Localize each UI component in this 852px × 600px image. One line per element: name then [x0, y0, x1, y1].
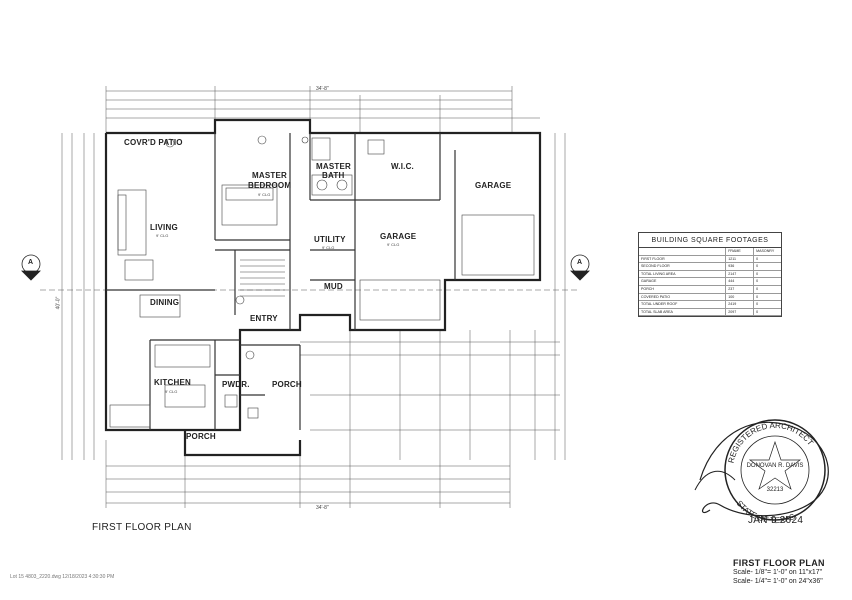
table-cell: 0	[756, 294, 759, 299]
room-label-master-bath-2: BATH	[322, 171, 345, 180]
ceiling-label-living: 9' CLG	[156, 233, 169, 238]
file-path-stamp: Lot 15 4803_2220.dwg 12/18/2023 4:30:30 …	[10, 574, 115, 580]
room-label-garage-center: GARAGE	[380, 232, 417, 241]
sheet-date: JAN 9 2024	[748, 515, 804, 526]
table-cell: 1211	[726, 255, 755, 263]
room-label-master-bedroom-1: MASTER	[252, 171, 287, 180]
table-cell: 0	[756, 309, 759, 314]
room-label-living: LIVING	[150, 223, 178, 232]
section-marker-right: A	[577, 259, 583, 266]
title-block-title: FIRST FLOOR PLAN	[733, 558, 825, 568]
svg-text:REGISTERED ARCHITECT: REGISTERED ARCHITECT	[727, 421, 816, 464]
plan-title: FIRST FLOOR PLAN	[92, 522, 192, 533]
svg-text:DONOVAN R. DAVIS: DONOVAN R. DAVIS	[747, 463, 804, 469]
scale-note-1: Scale- 1/8"= 1'-0" on 11"x17"	[733, 569, 823, 576]
room-label-wic: W.I.C.	[391, 162, 414, 171]
table-cell: TOTAL SLAB AREA	[639, 308, 727, 316]
room-label-utility: UTILITY	[314, 235, 346, 244]
room-label-kitchen: KITCHEN	[154, 378, 191, 387]
room-label-porch-right: PORCH	[272, 380, 302, 389]
room-label-covrd-patio: COVR'D PATIO	[124, 138, 183, 147]
table-cell: 936	[726, 263, 755, 270]
table-cell: SECOND FLOOR	[639, 263, 727, 270]
architect-seal	[694, 419, 829, 521]
table-header-row: FRAME MASONRY	[639, 248, 781, 256]
ceiling-label-master-bedroom: 9' CLG	[258, 192, 271, 197]
table-cell: FIRST FLOOR	[639, 255, 727, 263]
table-cell: 0	[756, 264, 759, 269]
table-header-cell: FRAME	[726, 248, 755, 255]
table-cell: 2419	[726, 301, 755, 308]
table-cell: 2147	[726, 270, 755, 278]
table-cell: 0	[756, 271, 759, 276]
ceiling-label-garage-center: 9' CLG	[387, 242, 400, 247]
table-cell: GARAGE	[639, 278, 727, 285]
svg-text:32213: 32213	[767, 487, 784, 493]
table-cell: 0	[756, 286, 759, 291]
table-header-cell	[639, 248, 727, 255]
room-label-garage-right: GARAGE	[475, 181, 512, 190]
table-cell: 237	[726, 285, 755, 293]
square-footage-table: BUILDING SQUARE FOOTAGES FRAME MASONRY F…	[638, 232, 782, 318]
table-cell: TOTAL UNDER ROOF	[639, 301, 727, 308]
table-cell: 0	[756, 256, 759, 261]
table-cell: 0	[756, 279, 759, 284]
table-cell: 0	[756, 302, 759, 307]
overall-dim-left: 40'-0"	[55, 296, 62, 310]
overall-dim-bottom: 34'-8"	[316, 505, 329, 511]
overall-dim-top: 34'-8"	[316, 86, 329, 92]
square-footage-table-title: BUILDING SQUARE FOOTAGES	[639, 233, 781, 248]
table-header-cell: MASONRY	[756, 249, 775, 253]
room-label-dining: DINING	[150, 298, 180, 307]
section-marker-left: A	[28, 259, 34, 266]
room-label-master-bath-1: MASTER	[316, 162, 351, 171]
table-cell: COVERED PATIO	[639, 293, 727, 301]
table-cell: PORCH	[639, 285, 727, 293]
room-label-porch-bottom: PORCH	[186, 432, 216, 441]
table-cell: 444	[726, 278, 755, 285]
room-label-entry: ENTRY	[250, 314, 278, 323]
room-label-master-bedroom-2: BEDROOM	[248, 181, 292, 190]
scale-note-2: Scale- 1/4"= 1'-0" on 24"x36"	[733, 578, 823, 585]
room-label-mud: MUD	[324, 282, 343, 291]
table-cell: TOTAL LIVING AREA	[639, 270, 727, 278]
room-label-pwdr: PWDR.	[222, 380, 250, 389]
table-cell: 2097	[726, 308, 755, 316]
ceiling-label-utility: 9' CLG	[322, 245, 335, 250]
ceiling-label-kitchen: 9' CLG	[165, 389, 178, 394]
table-cell: 100	[726, 293, 755, 301]
